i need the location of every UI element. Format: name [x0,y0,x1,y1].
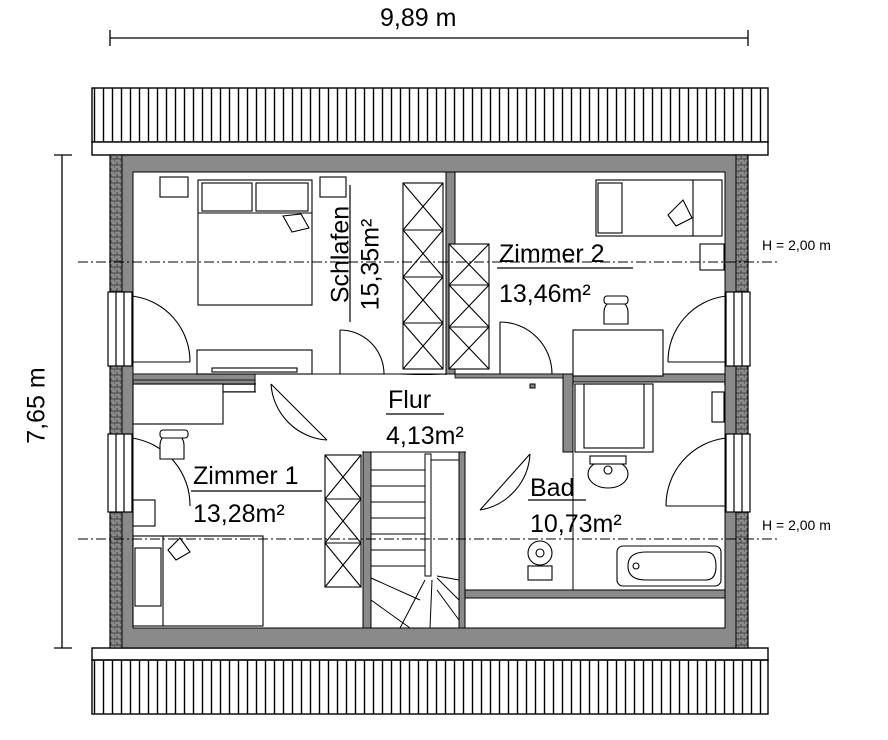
staircase [370,453,460,629]
room-flur-area: 4,13m² [386,422,464,450]
bed-zimmer1 [132,535,264,627]
wardrobes [324,182,490,588]
doors [270,321,553,511]
room-zimmer2-area: 13,46m² [499,280,591,308]
room-name-underlines [191,185,633,501]
height-reference-lines [78,261,780,540]
desk-schlafen [196,349,313,375]
room-flur-name: Flur [388,386,432,414]
bed-schlafen [159,176,347,306]
roof-eave-bottom [91,647,769,715]
room-bad-area: 10,73m² [530,510,622,538]
room-zimmer1-name: Zimmer 1 [193,462,299,490]
desk-zimmer2 [572,295,664,377]
height-dimension-line [54,154,72,649]
window-right-lower [725,433,751,513]
room-schlafen-name: Schlafen [326,205,355,304]
height-dimension: 7,65 m [22,367,51,444]
room-schlafen-area: 15,35m² [356,218,385,311]
height-marker-lower: H = 2,00 m [762,517,831,533]
room-zimmer2-name: Zimmer 2 [499,240,605,268]
roof-eave-top [91,87,769,156]
room-bad-name: Bad [530,474,575,502]
height-marker-upper: H = 2,00 m [762,237,831,253]
width-dimension: 9,89 m [380,4,457,32]
bed-zimmer2 [595,179,725,271]
bathroom-fixtures [527,383,725,587]
width-dimension-line [109,30,749,46]
room-zimmer1-area: 13,28m² [193,500,285,528]
desk-zimmer1 [132,383,224,527]
window-left-upper [107,291,133,367]
window-swings [131,295,727,507]
window-right-upper [725,291,751,367]
window-left-lower [107,433,133,513]
